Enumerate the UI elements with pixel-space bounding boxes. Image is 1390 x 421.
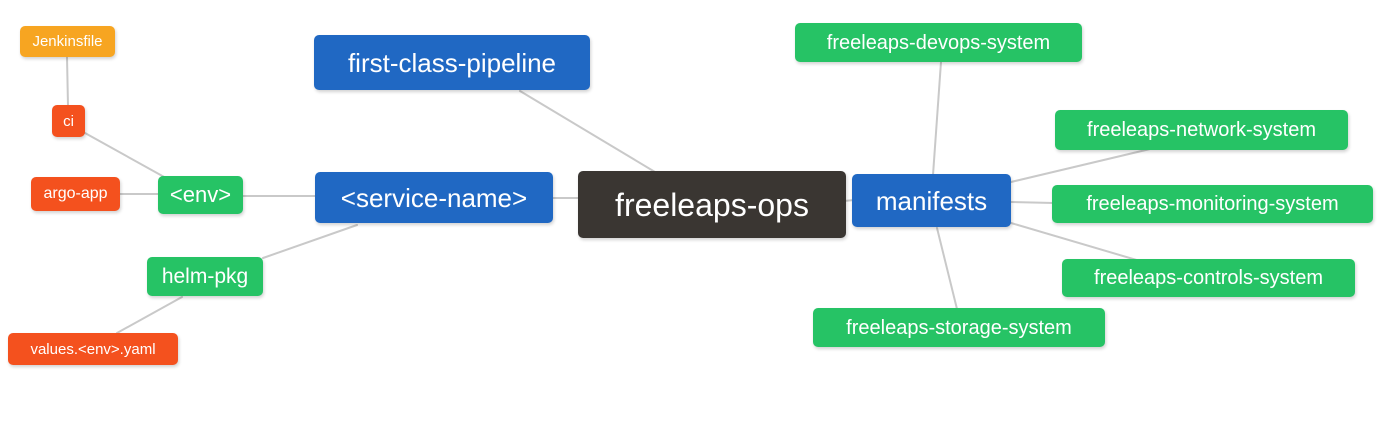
edge-ci-to-env — [84, 132, 167, 179]
mindmap-node-helm-pkg[interactable]: helm-pkg — [147, 257, 263, 296]
mindmap-node-ci[interactable]: ci — [52, 105, 85, 137]
edge-jenkinsfile-to-ci — [66, 56, 69, 107]
mindmap-node-values-env-yaml[interactable]: values.<env>.yaml — [8, 333, 178, 365]
mindmap-node-storage-system[interactable]: freeleaps-storage-system — [813, 308, 1105, 347]
mindmap-node-network-system[interactable]: freeleaps-network-system — [1055, 110, 1348, 150]
edge-manifests-to-controls-system — [1010, 222, 1141, 262]
edge-first-class-pipeline-to-freeleaps-ops — [519, 90, 656, 173]
edge-manifests-to-devops-system — [932, 61, 942, 176]
mindmap-node-jenkinsfile[interactable]: Jenkinsfile — [20, 26, 115, 57]
mindmap-node-env[interactable]: <env> — [158, 176, 243, 214]
mindmap-node-first-class-pipeline[interactable]: first-class-pipeline — [314, 35, 590, 90]
edge-manifests-to-storage-system — [936, 227, 958, 310]
mindmap-node-controls-system[interactable]: freeleaps-controls-system — [1062, 259, 1355, 297]
mindmap-node-service-name[interactable]: <service-name> — [315, 172, 553, 223]
mindmap-node-devops-system[interactable]: freeleaps-devops-system — [795, 23, 1082, 62]
edge-helm-pkg-to-service-name — [262, 224, 358, 259]
edge-values-env-yaml-to-helm-pkg — [116, 296, 183, 334]
edge-manifests-to-network-system — [1010, 148, 1151, 183]
mindmap-node-argo-app[interactable]: argo-app — [31, 177, 120, 211]
mindmap-node-manifests[interactable]: manifests — [852, 174, 1011, 227]
mindmap-node-freeleaps-ops[interactable]: freeleaps-ops — [578, 171, 846, 238]
mindmap-node-monitoring-system[interactable]: freeleaps-monitoring-system — [1052, 185, 1373, 223]
edge-manifests-to-monitoring-system — [1010, 201, 1055, 204]
